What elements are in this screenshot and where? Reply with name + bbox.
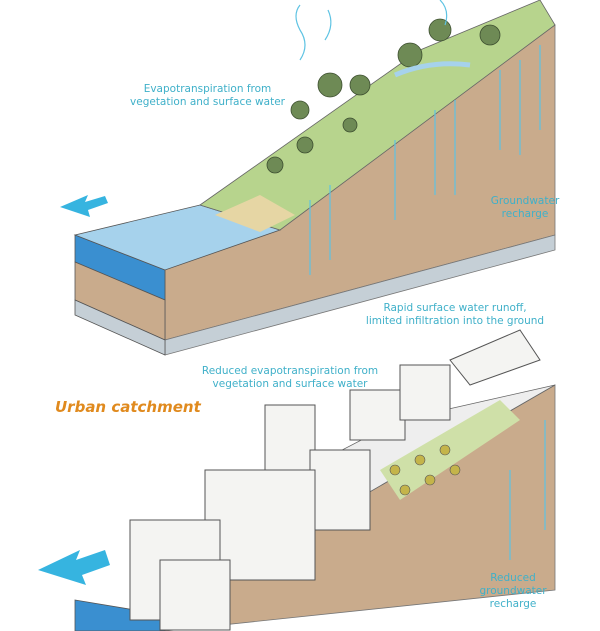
- urban-catchment-block: [38, 329, 556, 631]
- natural-catchment-block: [60, 0, 556, 356]
- urban-recharge-label: Reduced groundwater recharge: [479, 572, 547, 610]
- runoff-arrow-icon: [38, 550, 110, 585]
- urban-catchment-title: Urban catchment: [55, 398, 201, 416]
- urban-evapotranspiration-label: Reduced evapotranspiration from vegetati…: [201, 365, 379, 390]
- runoff-arrow-icon: [60, 195, 108, 217]
- urban-runoff-label: Rapid surface water runoff, limited infi…: [365, 302, 545, 327]
- natural-evapotranspiration-label: Evapotranspiration from vegetation and s…: [130, 83, 285, 108]
- natural-recharge-label: Groundwater recharge: [490, 195, 560, 220]
